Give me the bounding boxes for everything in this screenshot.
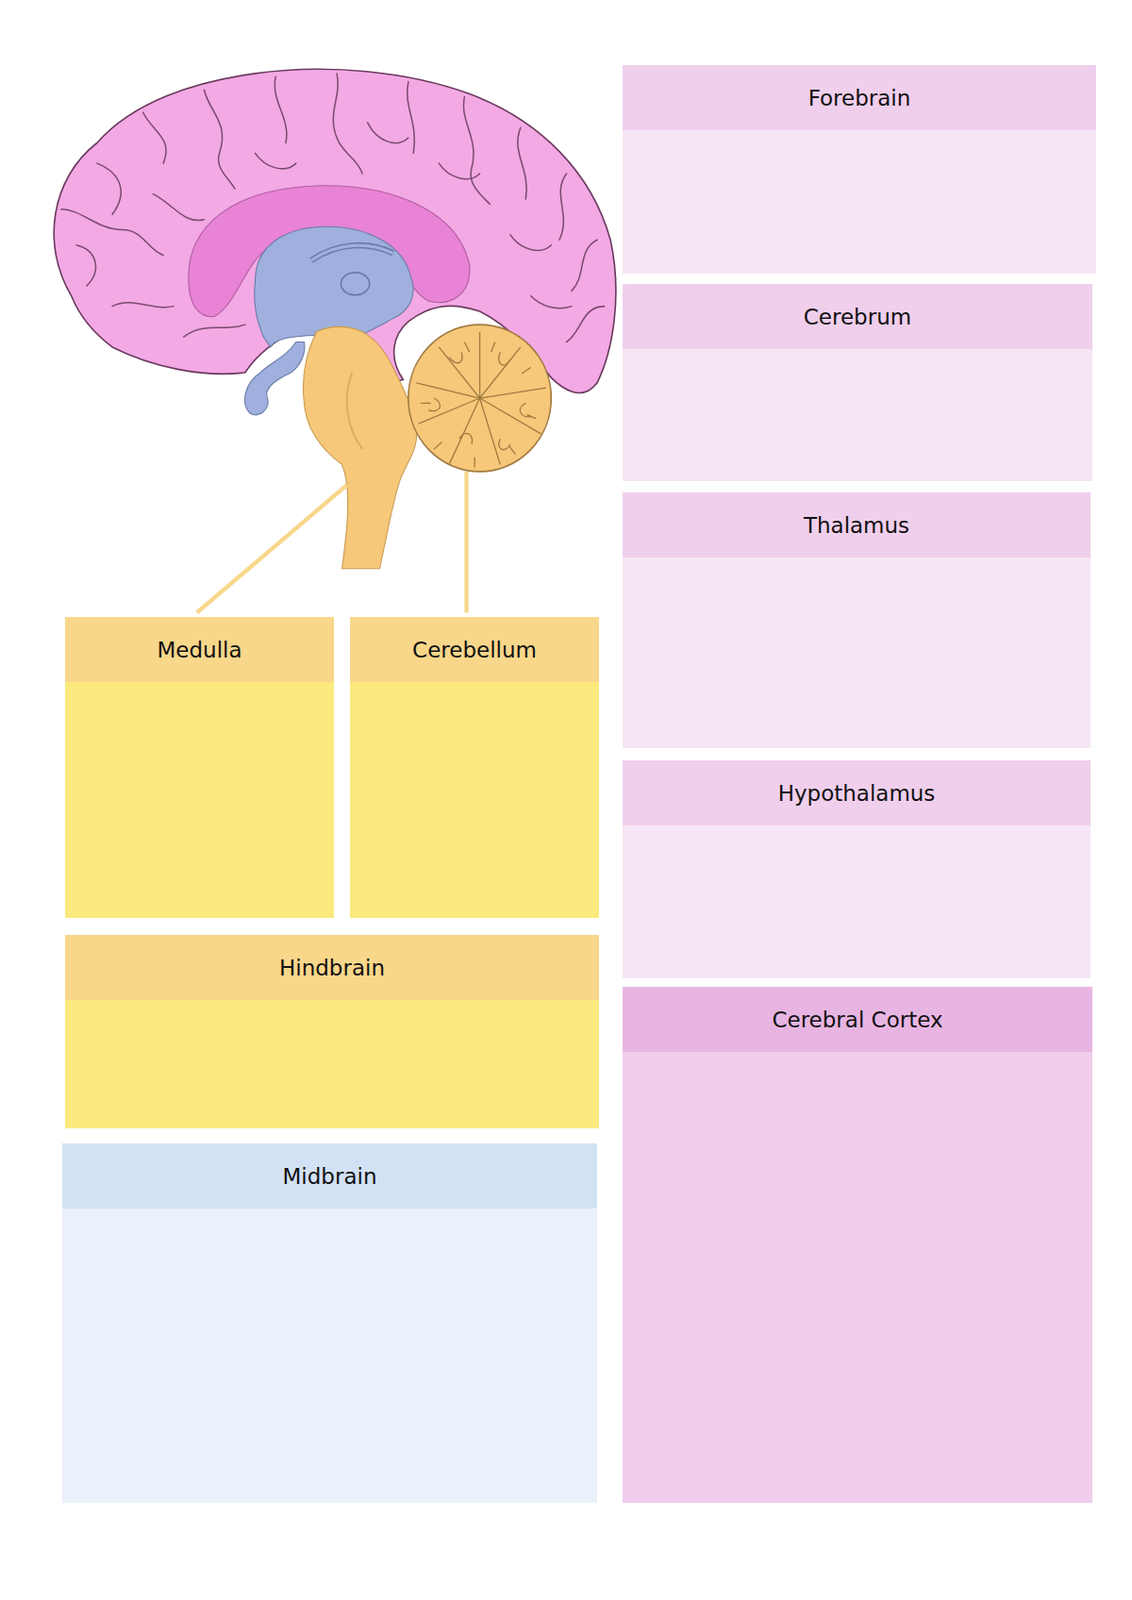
section-body xyxy=(622,130,1097,274)
brainstem xyxy=(303,326,417,568)
section-body xyxy=(622,557,1091,749)
section-body xyxy=(65,999,600,1129)
section-box: Cerebral Cortex xyxy=(622,986,1093,1503)
section-box: Medulla xyxy=(65,616,334,918)
section-box: Cerebrum xyxy=(622,283,1093,482)
section-heading: Cerebellum xyxy=(349,616,600,683)
section-heading: Forebrain xyxy=(622,65,1097,131)
section-body xyxy=(349,682,600,918)
leader-line xyxy=(197,484,348,613)
leader-line xyxy=(464,471,468,613)
section-heading: Cerebral Cortex xyxy=(622,986,1093,1052)
cerebellum-shape xyxy=(408,324,551,472)
section-heading: Thalamus xyxy=(622,492,1091,558)
section-body xyxy=(62,1208,598,1503)
section-body xyxy=(622,825,1091,979)
section-heading: Midbrain xyxy=(62,1143,598,1209)
section-box: Midbrain xyxy=(62,1143,598,1503)
section-body xyxy=(65,682,334,918)
section-heading: Cerebrum xyxy=(622,283,1093,350)
section-box: Cerebellum xyxy=(349,616,600,918)
section-heading: Hindbrain xyxy=(65,934,600,1000)
pituitary xyxy=(244,342,304,416)
section-body xyxy=(622,1051,1093,1503)
section-box: Forebrain xyxy=(622,65,1097,274)
section-box: Thalamus xyxy=(622,492,1091,749)
section-heading: Medulla xyxy=(65,616,334,683)
section-heading: Hypothalamus xyxy=(622,760,1091,826)
section-body xyxy=(622,349,1093,482)
section-box: Hindbrain xyxy=(65,934,600,1129)
section-box: Hypothalamus xyxy=(622,760,1091,979)
